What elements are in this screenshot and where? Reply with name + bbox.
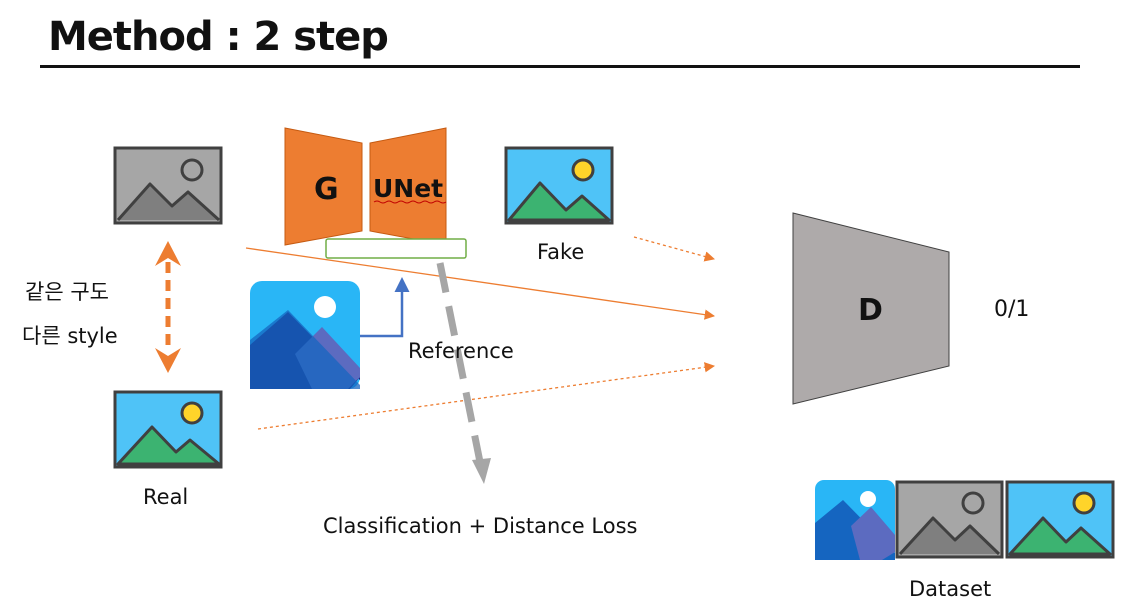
generator-label: G: [314, 172, 339, 207]
loss-arrow: [436, 262, 491, 484]
same-composition-arrow: [155, 241, 181, 373]
real-image-icon: [113, 390, 223, 469]
fake-image-icon: [504, 146, 614, 225]
embedding-bar: [325, 238, 467, 259]
title-underline: [40, 65, 1080, 68]
reference-label: Reference: [408, 339, 514, 363]
discriminator-block: [792, 212, 950, 405]
input-image-icon: [113, 146, 223, 225]
same-composition-label: 같은 구도: [25, 280, 109, 304]
different-style-label: 다른 style: [22, 324, 118, 348]
real-to-d-arrow: [257, 362, 716, 430]
fake-to-d-arrow: [633, 236, 716, 262]
loss-label: Classification + Distance Loss: [323, 514, 638, 538]
page-title: Method : 2 step: [48, 14, 389, 60]
discriminator-label: D: [858, 293, 883, 328]
dataset-blue-image-icon: [815, 480, 895, 560]
reference-arrow: [360, 277, 410, 338]
input-to-d-arrow: [245, 247, 716, 320]
dataset-label: Dataset: [909, 577, 992, 601]
dataset-color-image-icon: [1005, 480, 1115, 559]
output-label: 0/1: [994, 297, 1030, 322]
dataset-grey-image-icon: [895, 480, 1004, 559]
reference-image-icon: [250, 281, 360, 389]
fake-label: Fake: [537, 240, 585, 264]
generator-block: [284, 127, 363, 246]
real-label: Real: [143, 485, 189, 509]
unet-label: UNet: [373, 174, 444, 203]
